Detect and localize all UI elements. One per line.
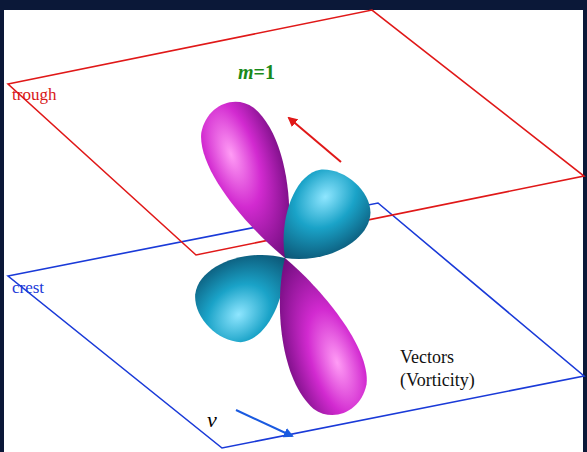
- plane-label: trough: [12, 84, 56, 105]
- velocity-symbol: v: [207, 406, 217, 434]
- mode-number: m=1: [238, 60, 275, 85]
- plane-label: crest: [12, 277, 44, 298]
- vector-note: Vectors (Vorticity): [400, 346, 510, 391]
